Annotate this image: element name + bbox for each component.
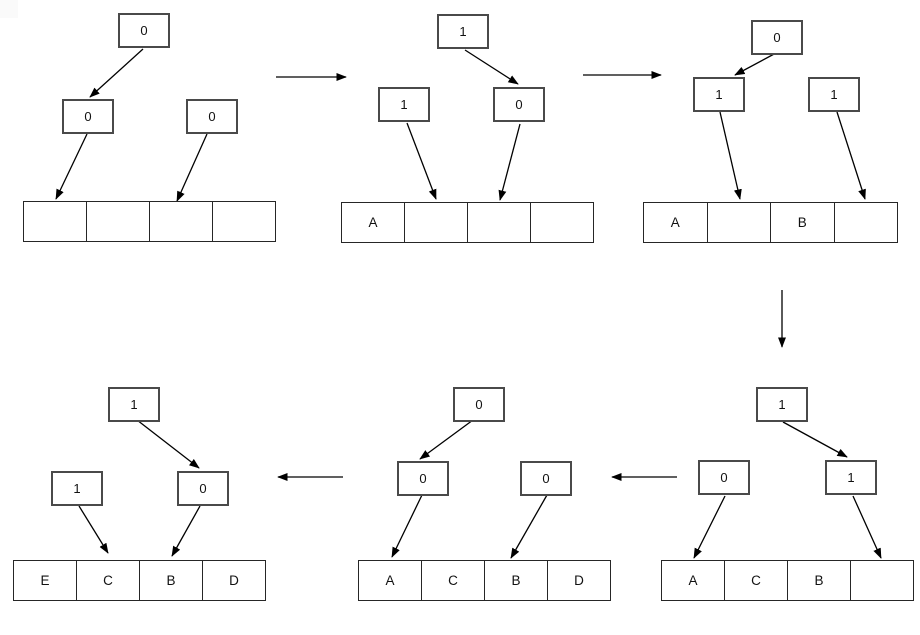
step4-cell-4	[851, 561, 913, 600]
step1-cell-3	[150, 202, 213, 241]
step3-right-to-cell4-arrow	[836, 111, 866, 200]
step6-cell-1: E	[14, 561, 77, 600]
step4-right-node: 1	[825, 460, 877, 495]
step6-right-node: 0	[177, 471, 229, 506]
step1-right-node: 0	[186, 99, 238, 134]
step4-right-to-cell4-arrow	[852, 495, 882, 559]
step2-cell-2	[405, 203, 468, 242]
step2-left-to-cell2-arrow	[406, 122, 437, 200]
step6-left-node: 1	[51, 471, 103, 506]
step3-right-node: 1	[808, 77, 860, 112]
step1-array	[23, 201, 276, 242]
step3-root-to-left-arrow	[734, 52, 777, 76]
step2-cell-1: A	[342, 203, 405, 242]
step2-left-node: 1	[378, 87, 430, 122]
corner-artifact	[0, 0, 18, 18]
step1-left-node: 0	[62, 99, 114, 134]
step5-cell-4: D	[574, 572, 584, 588]
step1-root-node: 0	[118, 13, 170, 48]
step1-left-to-cell1-arrow	[55, 133, 88, 200]
step1-cell-1	[24, 202, 87, 241]
step3-cell-2	[708, 203, 771, 242]
step5-left-to-cell1-arrow	[391, 494, 423, 558]
step4-cell-1: A	[662, 561, 725, 600]
step2-array: A	[341, 202, 594, 243]
step4-cell-2: C	[725, 561, 788, 600]
step6-cell-4: D	[229, 572, 239, 588]
step5-right-to-cell3-arrow	[510, 494, 548, 559]
step6-cell-3: B	[140, 561, 203, 600]
step5-left-node: 0	[397, 461, 449, 496]
step3-left-node: 1	[693, 77, 745, 112]
step3-left-to-cell2-arrow	[719, 111, 742, 200]
step6-root-to-right-arrow	[136, 419, 200, 469]
step1-right-to-cell3-arrow	[176, 133, 208, 202]
step2-right-node: 0	[493, 87, 545, 122]
step5-array: A C B D	[358, 560, 611, 601]
step6-array: E C B D	[13, 560, 266, 601]
step4-array: A C B	[661, 560, 914, 601]
step3-root-node: 0	[751, 20, 803, 55]
step1-cell-2	[87, 202, 150, 241]
step5-cell-1: A	[359, 561, 422, 600]
step2-root-node: 1	[437, 14, 489, 49]
step1-cell-4	[213, 202, 275, 241]
step4-left-to-cell1-arrow	[693, 495, 726, 559]
step6-left-to-cell2-arrow	[78, 505, 109, 554]
step4-root-to-right-arrow	[782, 421, 848, 458]
step3-cell-4	[835, 203, 898, 242]
step6-right-to-cell3-arrow	[171, 505, 201, 557]
step6-root-node: 1	[108, 387, 160, 422]
step5-cell-3: B	[485, 561, 548, 600]
step1-root-to-left-arrow	[89, 48, 144, 98]
step3-array: A B	[643, 202, 898, 243]
step2-root-to-right-arrow	[464, 49, 519, 85]
step4-cell-3: B	[788, 561, 851, 600]
step5-right-node: 0	[520, 461, 572, 496]
step2-cell-3	[468, 203, 531, 242]
step4-root-node: 1	[756, 387, 808, 422]
step6-cell-2: C	[77, 561, 140, 600]
step2-cell-4	[531, 203, 593, 242]
step5-cell-2: C	[422, 561, 485, 600]
step2-right-to-cell3-arrow	[498, 123, 521, 201]
step5-root-node: 0	[453, 387, 505, 422]
step4-left-node: 0	[698, 460, 750, 495]
step3-cell-1: A	[644, 203, 708, 242]
step3-cell-3: B	[771, 203, 835, 242]
step5-root-to-left-arrow	[419, 419, 474, 460]
